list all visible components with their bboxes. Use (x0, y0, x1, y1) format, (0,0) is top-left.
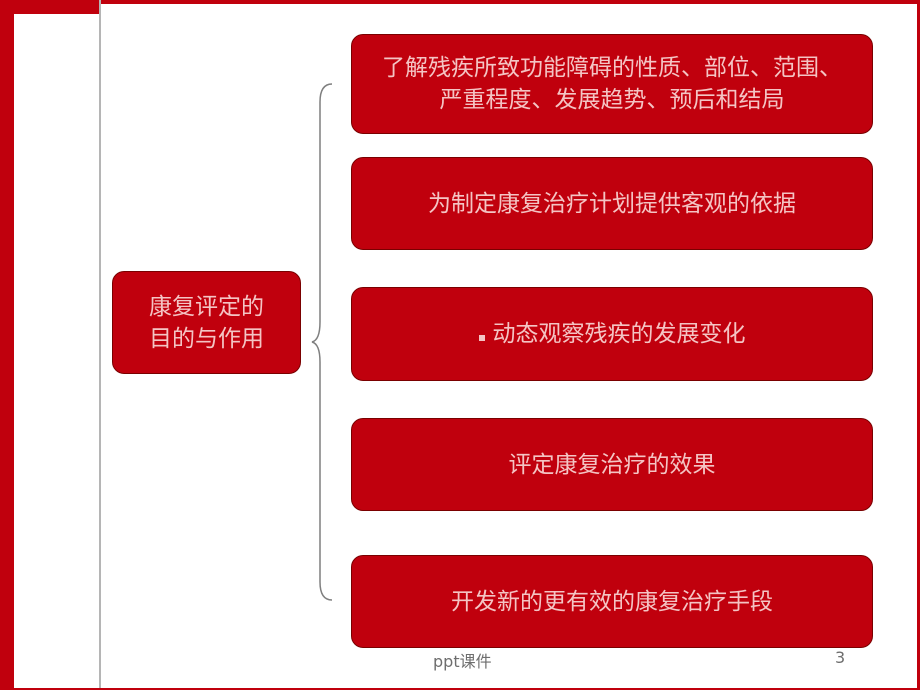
footer-text: ppt课件 (433, 652, 492, 671)
item-box-3: 动态观察残疾的发展变化 (351, 287, 873, 381)
item-box-2: 为制定康复治疗计划提供客观的依据 (351, 157, 873, 250)
item-box-4-label: 评定康复治疗的效果 (508, 451, 716, 478)
center-box-label: 康复评定的目的与作用 (149, 293, 264, 352)
frame-left-inner (14, 14, 100, 690)
frame-left-bar (0, 0, 100, 690)
item-box-2-label: 为制定康复治疗计划提供客观的依据 (428, 190, 796, 217)
center-box: 康复评定的目的与作用 (112, 271, 301, 374)
item-box-1: 了解残疾所致功能障碍的性质、部位、范围、严重程度、发展趋势、预后和结局 (351, 34, 873, 134)
frame-top-bar (0, 0, 920, 4)
item-box-1-label: 了解残疾所致功能障碍的性质、部位、范围、严重程度、发展趋势、预后和结局 (382, 55, 842, 113)
item-box-3-label: 动态观察残疾的发展变化 (492, 321, 746, 347)
page-number: 3 (835, 648, 846, 667)
curly-brace (311, 83, 333, 601)
frame-bottom-bar (0, 688, 920, 690)
item-box-5-label: 开发新的更有效的康复治疗手段 (451, 588, 773, 615)
bullet-square-icon (478, 335, 485, 341)
item-box-4: 评定康复治疗的效果 (351, 418, 873, 511)
frame-divider (99, 0, 101, 690)
item-box-5: 开发新的更有效的康复治疗手段 (351, 555, 873, 648)
frame-right-bar (917, 0, 920, 690)
